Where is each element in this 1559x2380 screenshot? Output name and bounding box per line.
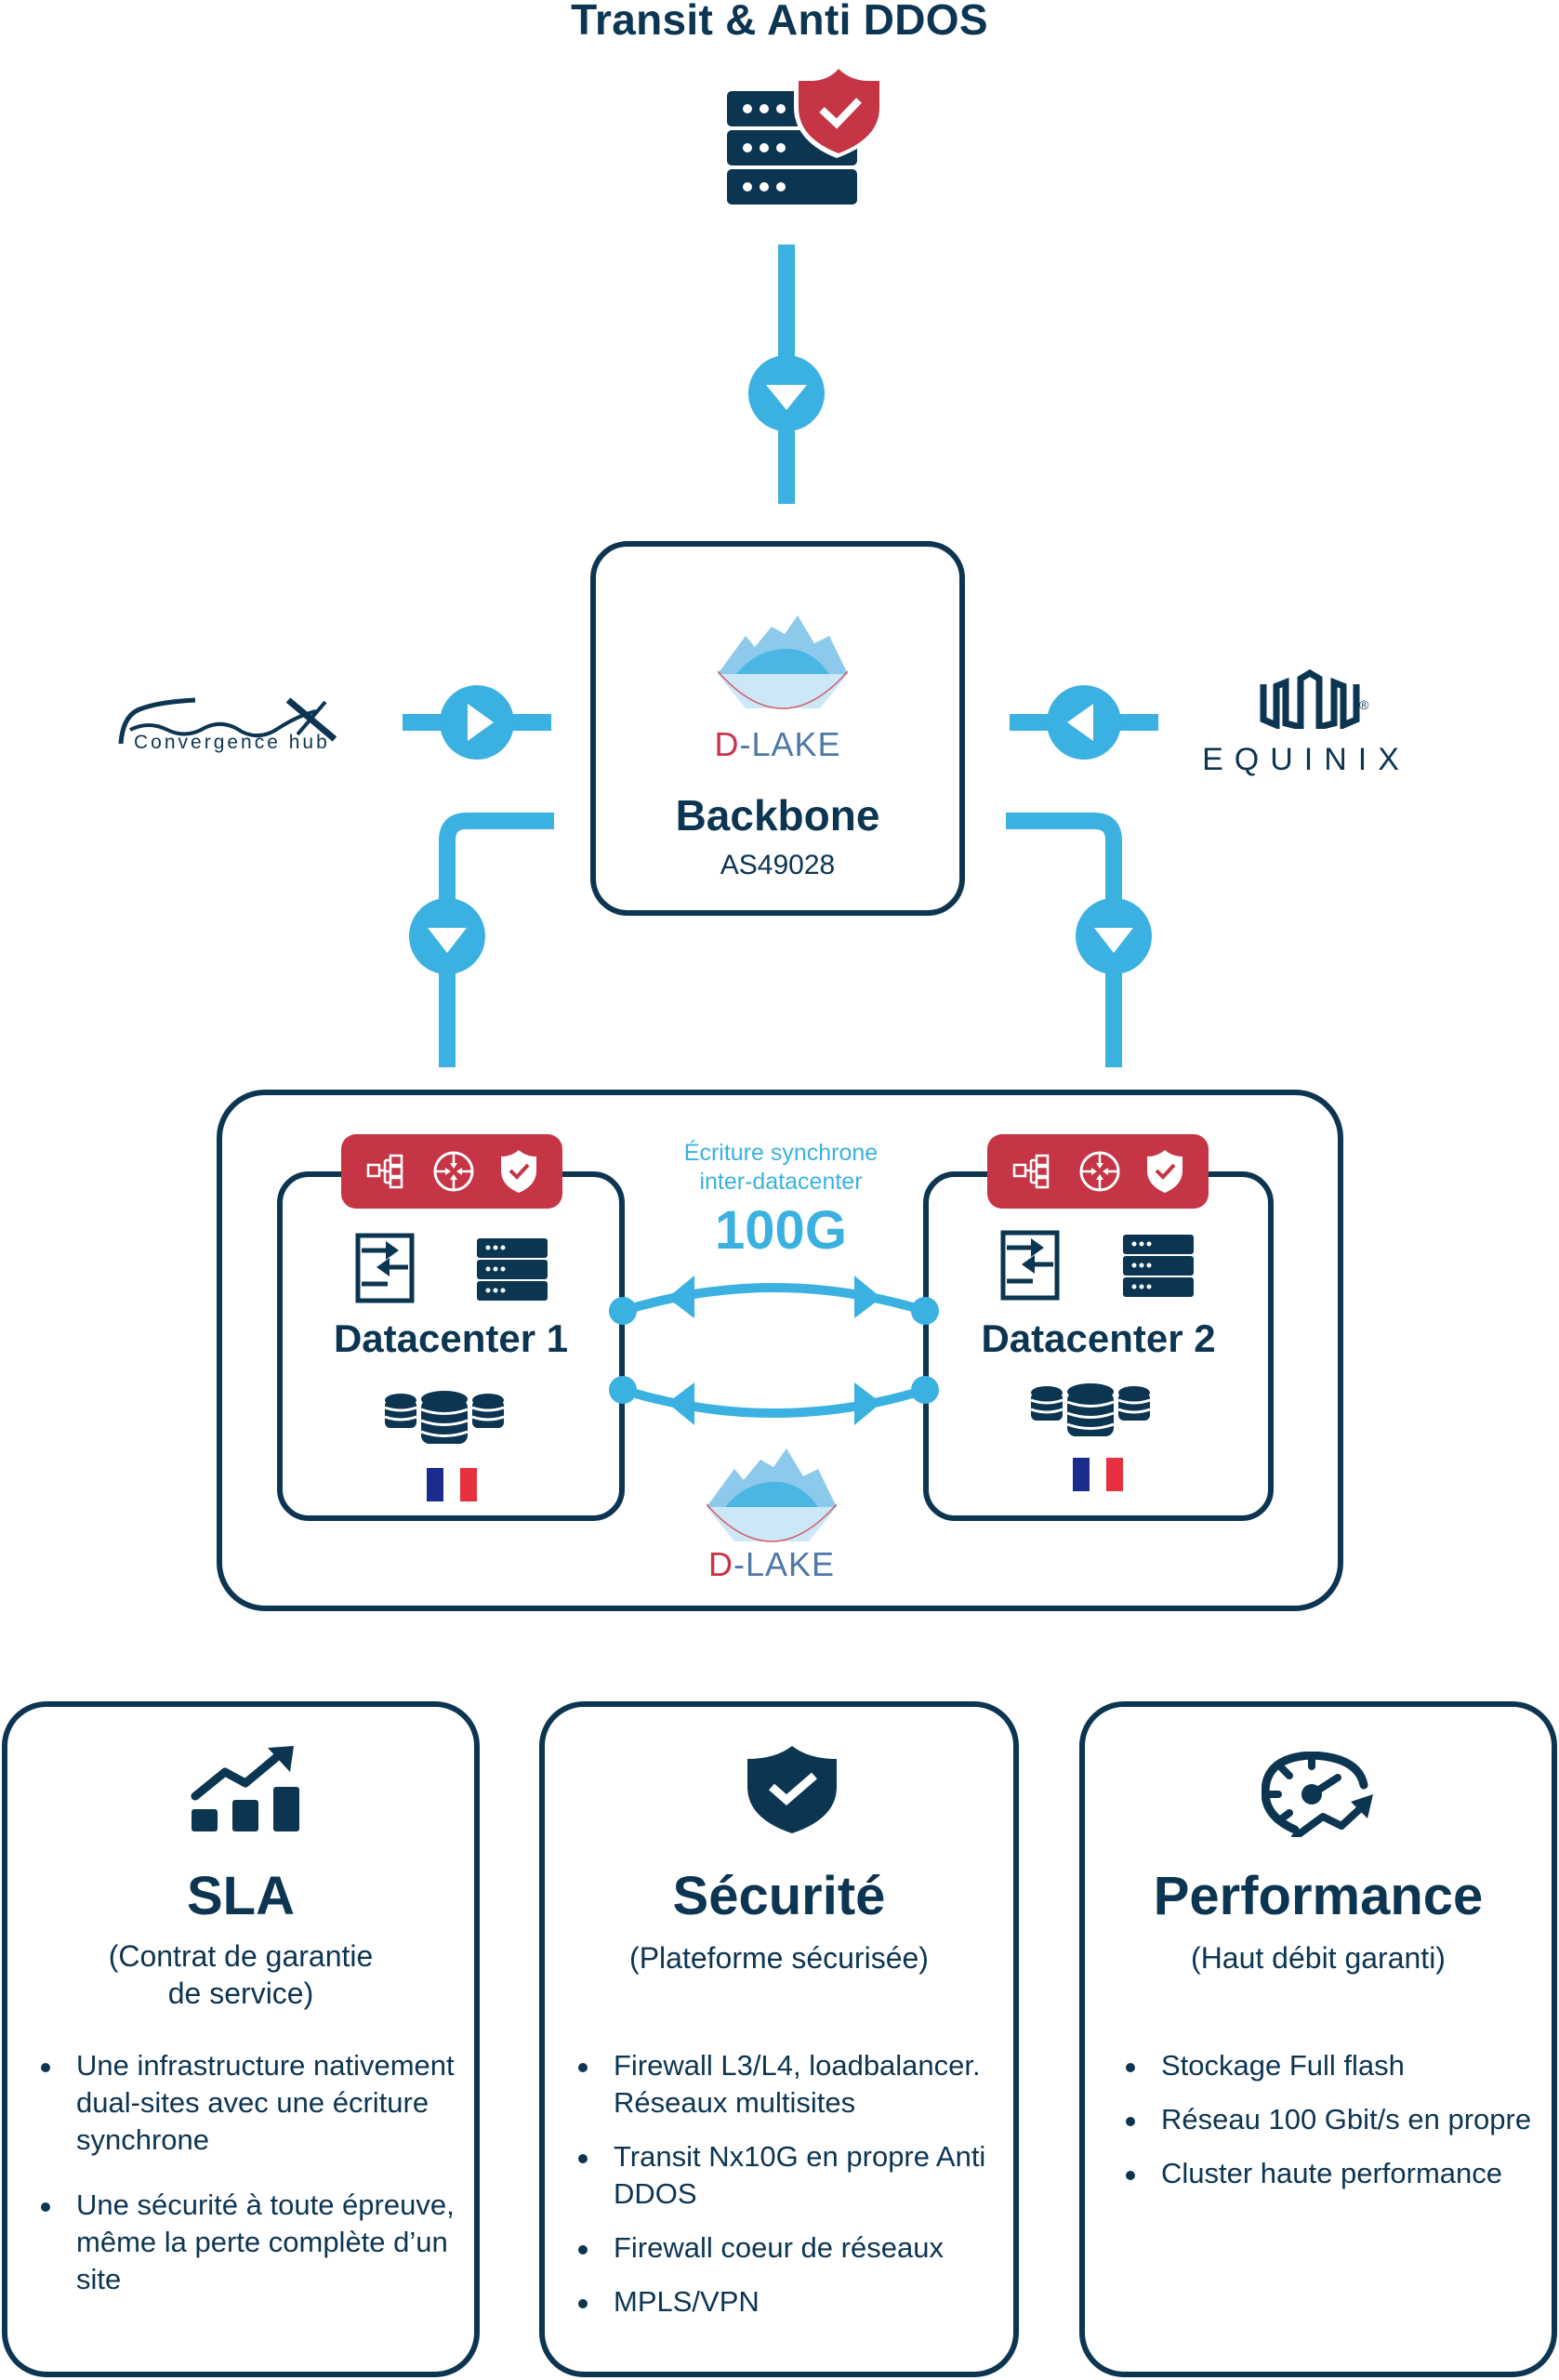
equinix-logo: ® EQUINIX: [1190, 669, 1422, 781]
left-l-pipe: [439, 813, 554, 1067]
down-arrow-icon: [766, 385, 807, 410]
datacenter-1: Datacenter 1: [277, 1171, 625, 1521]
datacenter-2: Datacenter 2: [923, 1171, 1274, 1521]
interlink-caption: Écriture synchrone inter-datacenter: [632, 1139, 930, 1197]
list-item: Transit Nx10G en propre Anti DDOS: [578, 2138, 1015, 2213]
dlake-d: D: [707, 1545, 733, 1583]
equinix-name: EQUINIX: [1202, 742, 1410, 777]
card-subtitle: (Haut débit garanti): [1085, 1939, 1552, 1977]
backbone-title: Backbone: [675, 791, 880, 840]
list-item: Une sécurité à toute épreuve, même la pe…: [41, 2187, 469, 2298]
page-title: Transit & Anti DDOS: [571, 0, 988, 44]
card-performance: Performance (Haut débit garanti) Stockag…: [1079, 1701, 1557, 2377]
interlink-line2: inter-datacenter: [699, 1169, 863, 1195]
interlink-line1: Écriture synchrone: [683, 1140, 879, 1166]
franceix-tagline: Convergence hub: [134, 732, 330, 753]
list-item: Firewall L3/L4, loadbalancer. Réseaux mu…: [578, 2047, 1015, 2122]
security-tag-dc2: [987, 1134, 1209, 1209]
datacenter-cluster: [217, 1090, 1343, 1611]
card-list: Firewall L3/L4, loadbalancer. Réseaux mu…: [578, 2047, 1015, 2337]
server-shield-icon: [727, 65, 883, 205]
left-arrow-icon: [1067, 704, 1093, 741]
list-item: Une infrastructure nativement dual-sites…: [41, 2047, 469, 2159]
dlake-mountain-logo-icon: [718, 615, 848, 709]
backbone-node: D-LAKE Backbone AS49028: [590, 541, 965, 916]
dlake-wordmark: D-LAKE: [596, 725, 959, 764]
down-arrow-icon: [1094, 928, 1133, 953]
datacenter-label: Datacenter 2: [981, 1316, 1216, 1360]
card-subtitle-line: (Haut débit garanti): [1191, 1941, 1446, 1975]
card-subtitle: (Contrat de garantie de service): [7, 1937, 474, 2012]
list-item: Réseau 100 Gbit/s en propre: [1126, 2101, 1553, 2138]
dlake-mountain-logo-icon: [707, 1448, 837, 1542]
backbone-asn: AS49028: [720, 850, 836, 880]
list-item: Cluster haute performance: [1126, 2155, 1553, 2192]
card-securite: Sécurité (Plateforme sécurisée) Firewall…: [539, 1701, 1019, 2377]
list-item: Stockage Full flash: [1126, 2047, 1553, 2084]
security-tag-dc1: [341, 1134, 562, 1209]
right-l-pipe: [1006, 813, 1122, 1067]
registered-mark: ®: [1359, 697, 1369, 712]
growth-chart-icon: [191, 1746, 299, 1831]
card-list: Stockage Full flash Réseau 100 Gbit/s en…: [1126, 2047, 1553, 2209]
dlake-wordmark: D-LAKE: [688, 1545, 855, 1584]
card-subtitle-line: (Contrat de garantie: [108, 1939, 374, 1973]
datacenter-label: Datacenter 1: [333, 1316, 569, 1360]
card-title: Sécurité: [672, 1866, 886, 1926]
franceix-wordmark-icon: [118, 697, 337, 745]
card-subtitle-line: de service): [167, 1977, 314, 2010]
dlake-rest: -LAKE: [739, 725, 841, 763]
franceix-logo: Convergence hub: [112, 693, 353, 758]
down-arrow-icon: [428, 928, 467, 953]
card-list: Une infrastructure nativement dual-sites…: [41, 2047, 469, 2315]
dlake-d: D: [714, 725, 740, 763]
card-subtitle-line: (Plateforme sécurisée): [629, 1941, 929, 1975]
dlake-rest: -LAKE: [733, 1545, 836, 1583]
list-item: MPLS/VPN: [578, 2283, 1015, 2320]
right-arrow-icon: [468, 704, 494, 741]
equinix-mark-icon: [1260, 669, 1360, 729]
card-subtitle: (Plateforme sécurisée): [545, 1939, 1013, 1977]
card-sla: SLA (Contrat de garantie de service) Une…: [2, 1701, 480, 2377]
list-item: Firewall coeur de réseaux: [578, 2229, 1015, 2267]
card-title: SLA: [187, 1866, 295, 1926]
speedometer-icon: [1262, 1752, 1373, 1837]
card-title: Performance: [1153, 1866, 1484, 1926]
interlink-speed: 100G: [715, 1200, 847, 1261]
shield-check-icon: [747, 1746, 837, 1833]
